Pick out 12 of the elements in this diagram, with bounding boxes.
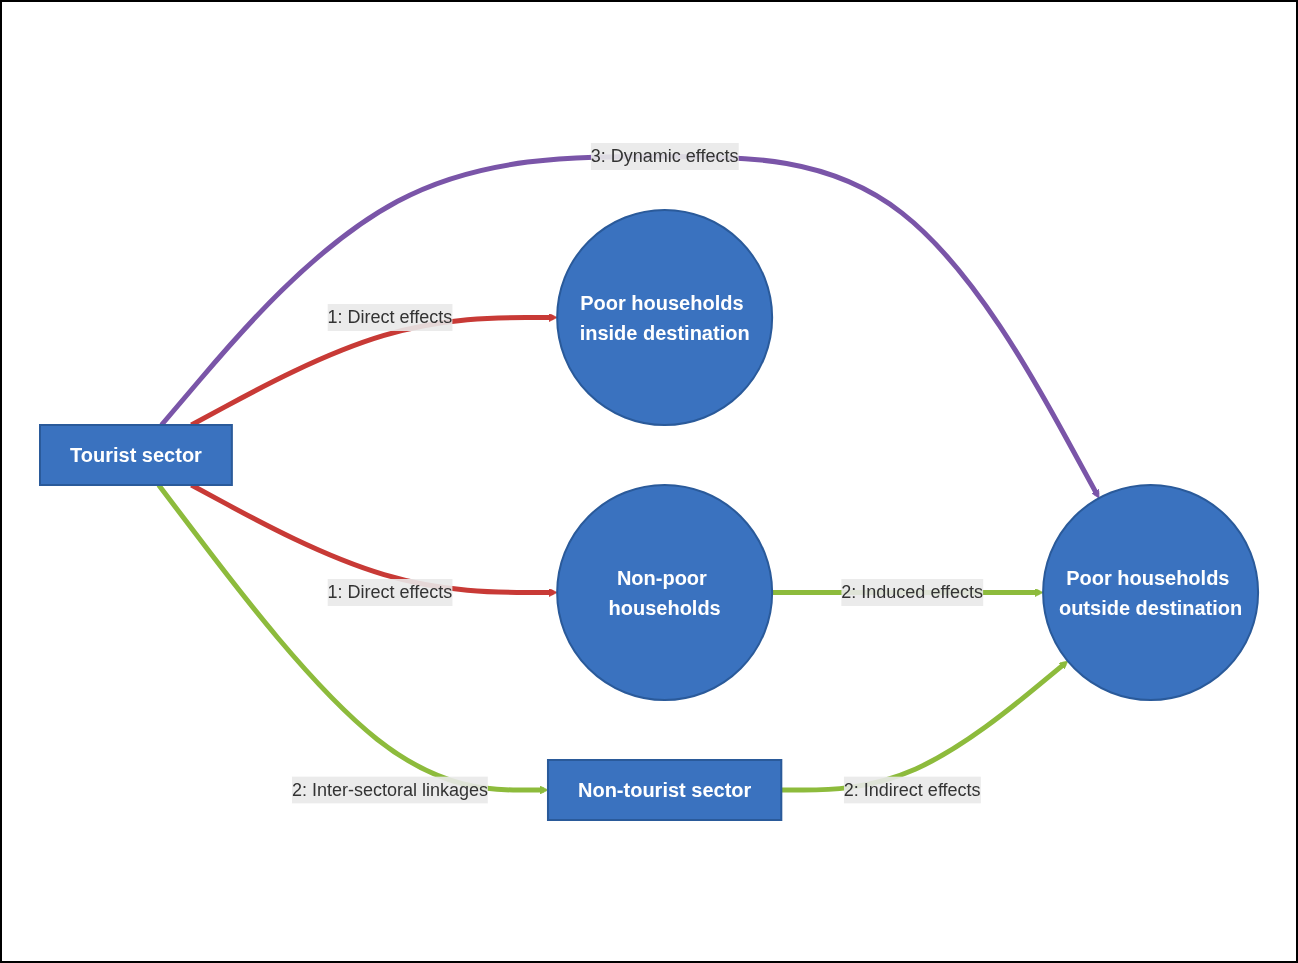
node-box: Non-tourist sector xyxy=(546,759,783,821)
node-circle: Poor households outside destination xyxy=(1042,484,1260,701)
node-circle: Non-poor households xyxy=(556,484,774,701)
edge-label: 1: Direct effects xyxy=(327,307,453,327)
edge-label: 2: Induced effects xyxy=(841,582,984,602)
arrow xyxy=(159,154,1100,499)
edge-label: 1: Direct effects xyxy=(327,582,453,602)
edge-label: 3: Dynamic effects xyxy=(590,146,739,166)
edge-label: 2: Inter-sectoral linkages xyxy=(291,779,488,800)
edge-label: 2: Indirect effects xyxy=(843,779,981,800)
node-box: Tourist sector xyxy=(38,424,233,486)
node-circle: Poor households inside destination xyxy=(556,209,774,426)
